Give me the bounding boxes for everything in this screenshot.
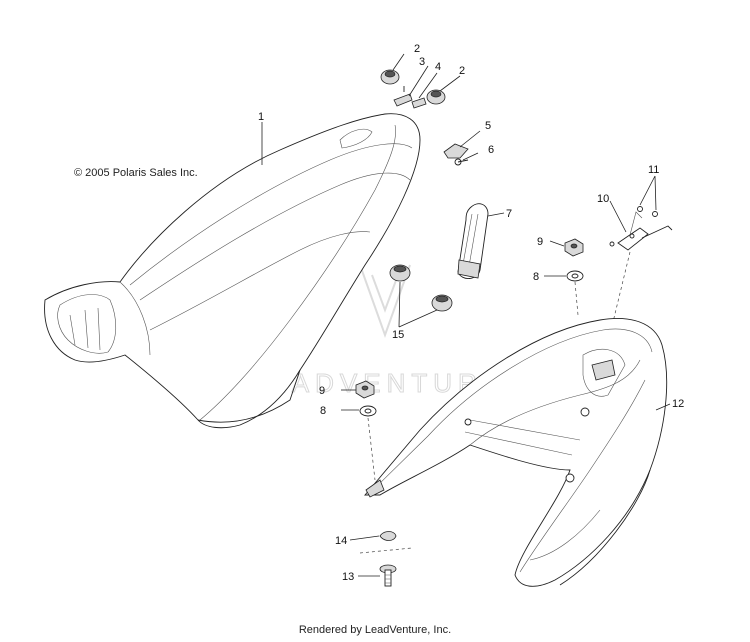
latch-bracket	[443, 143, 469, 159]
footer-credit: Rendered by LeadVenture, Inc.	[298, 624, 452, 636]
callout-9-upper: 9	[537, 236, 543, 248]
assembly-line-upper	[574, 281, 579, 316]
callout-15: 15	[392, 329, 404, 341]
seat-cushion	[44, 113, 421, 429]
callout-2-right: 2	[459, 65, 465, 77]
assembly-line-bottom	[359, 547, 413, 554]
callout-12: 12	[672, 398, 684, 410]
screw-6	[454, 158, 469, 166]
callout-14: 14	[335, 535, 347, 547]
callouts: 1 2 3 4 2 5 6 7 9 8 10 11 12 9 8 15 14 1…	[258, 43, 684, 583]
latch	[617, 211, 673, 251]
callout-3: 3	[419, 56, 425, 68]
callout-13: 13	[342, 571, 354, 583]
screws-11	[609, 206, 658, 247]
copyright-text: © 2005 Polaris Sales Inc.	[74, 167, 198, 179]
callout-2-top: 2	[414, 43, 420, 55]
bumper-right	[426, 89, 446, 105]
callout-5: 5	[485, 120, 491, 132]
nut-upper	[564, 238, 584, 257]
callout-8-upper: 8	[533, 271, 539, 283]
callout-1: 1	[258, 111, 264, 123]
seat-base	[364, 318, 668, 587]
washer-bottom	[379, 531, 397, 541]
washer-left	[359, 405, 377, 417]
clip-4	[411, 97, 427, 109]
callout-10: 10	[597, 193, 609, 205]
grommet-lower	[431, 294, 453, 312]
bumper-top	[380, 69, 400, 85]
grommet-upper	[389, 264, 411, 282]
bolt	[379, 564, 397, 587]
callout-6: 6	[488, 144, 494, 156]
callout-7: 7	[506, 208, 512, 220]
leader-lines	[261, 53, 671, 577]
callout-8-left: 8	[320, 405, 326, 417]
callout-11: 11	[648, 164, 659, 176]
assembly-line-left	[367, 417, 376, 481]
callout-9-left: 9	[319, 385, 325, 397]
callout-4: 4	[435, 61, 441, 73]
washer-upper	[566, 270, 584, 282]
strap	[457, 203, 489, 279]
clip-3	[393, 86, 413, 107]
nut-left	[355, 380, 375, 399]
